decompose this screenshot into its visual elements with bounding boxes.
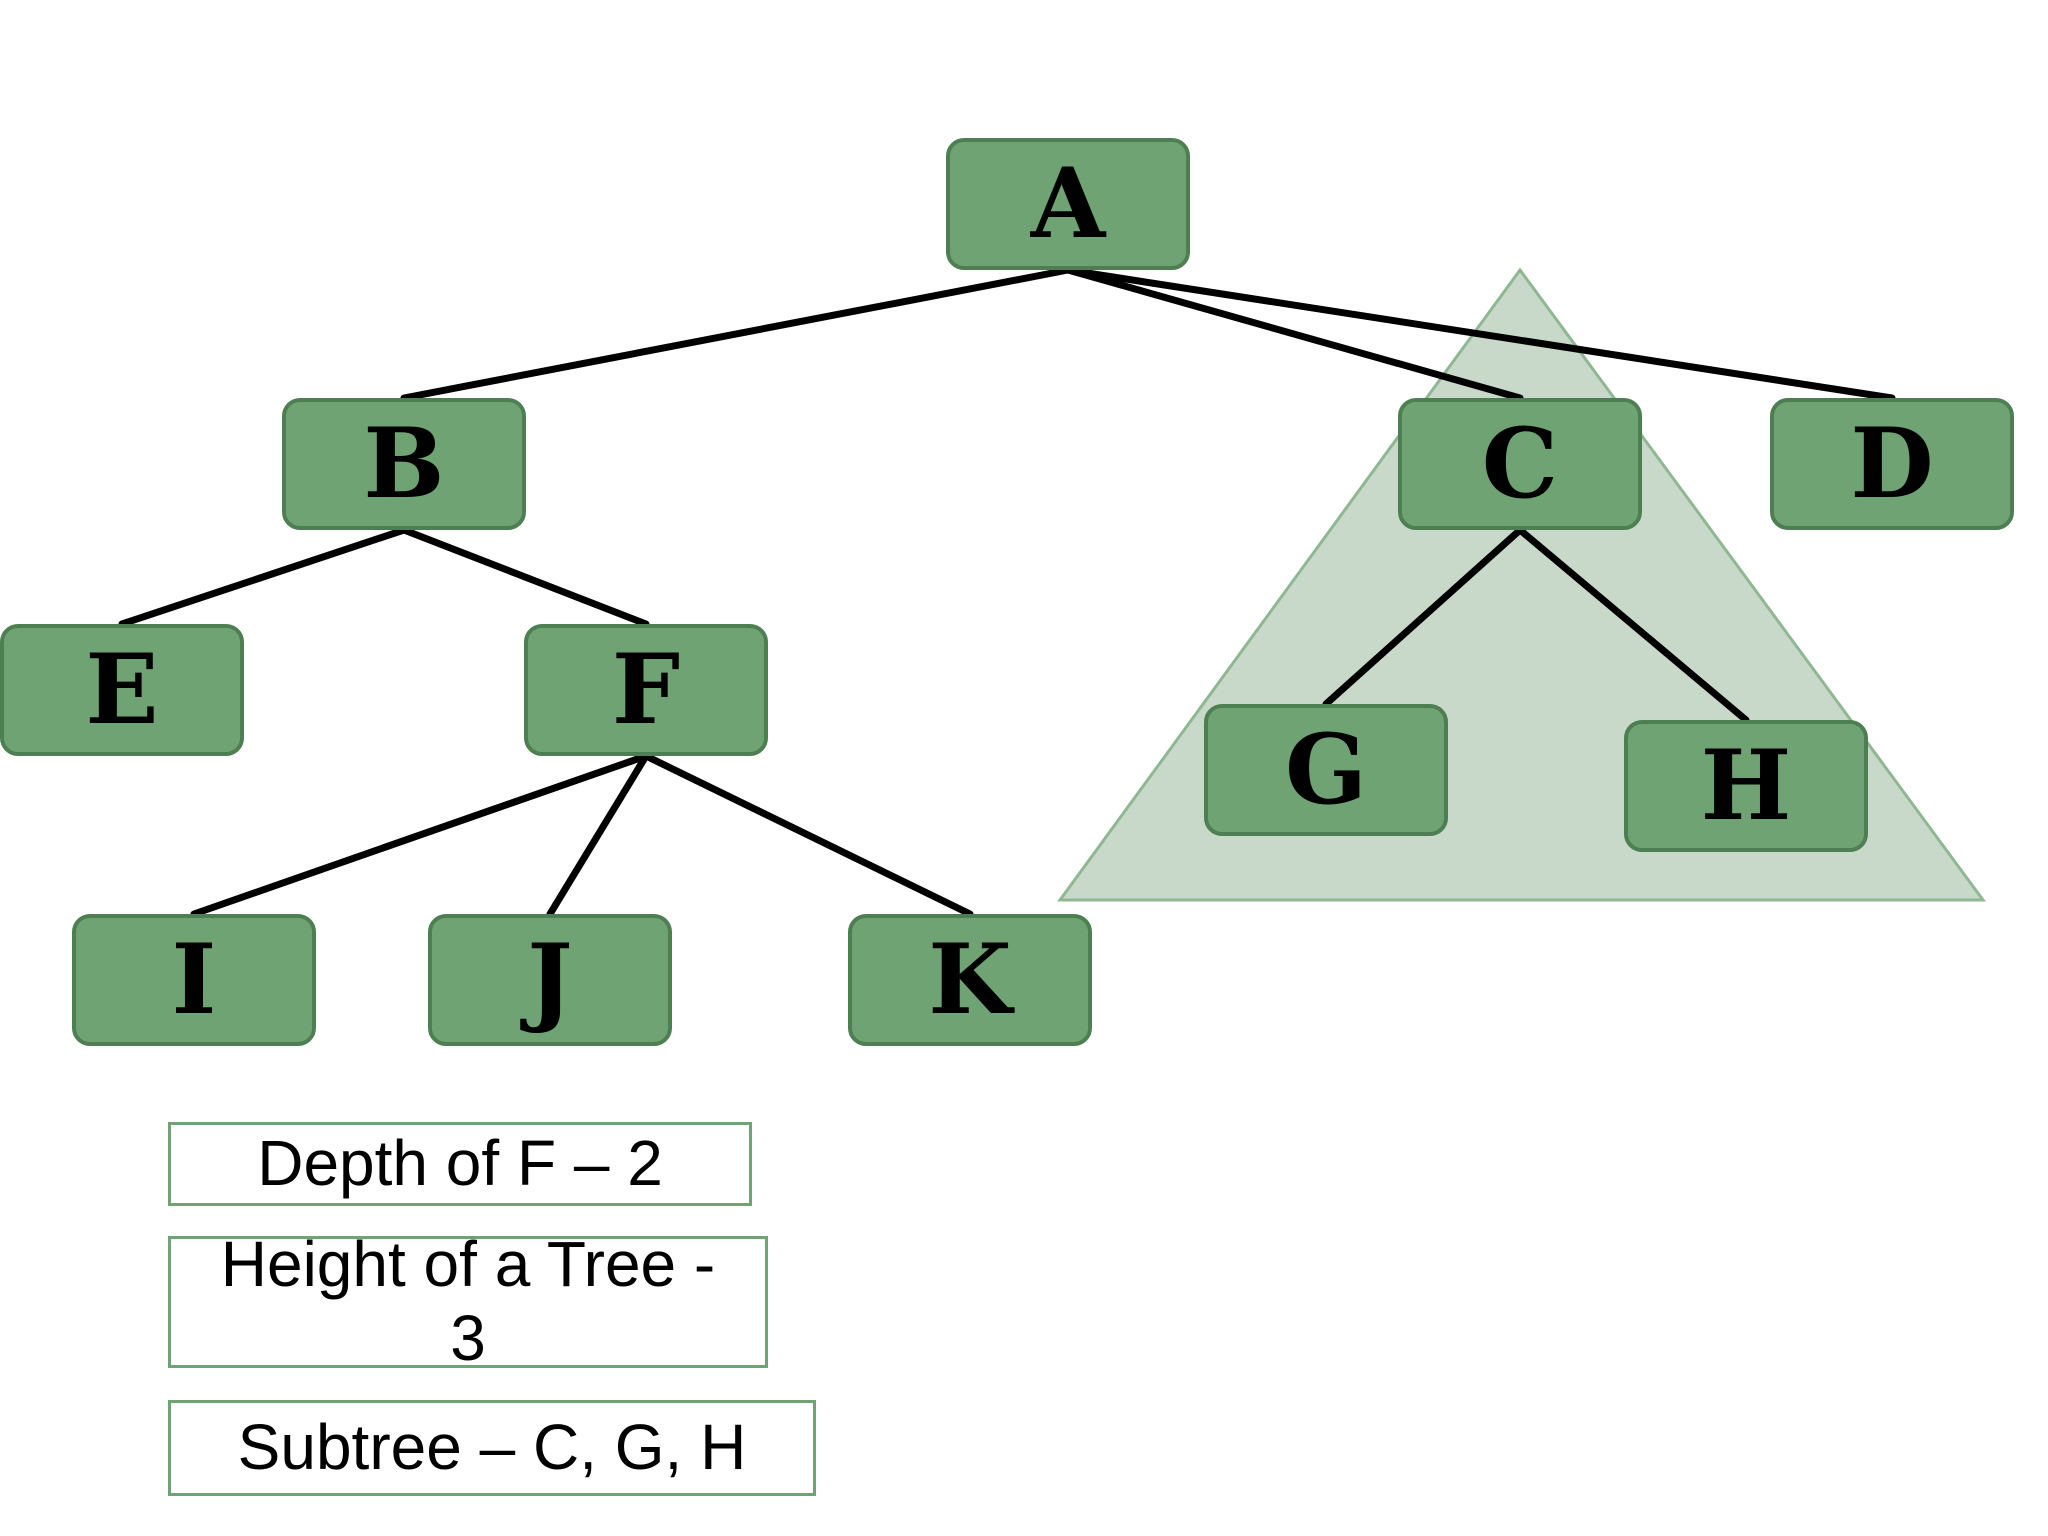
node-label-g: G xyxy=(1285,713,1367,826)
height-caption-line-1: Height of a Tree - xyxy=(220,1228,716,1301)
tree-node-j: J xyxy=(428,914,672,1046)
edge-f-j xyxy=(546,752,650,918)
edge-b-e xyxy=(118,526,408,628)
edge-c-g xyxy=(1322,526,1524,708)
edge-f-k xyxy=(642,752,974,918)
edge-b-f xyxy=(400,526,650,628)
node-label-h: H xyxy=(1700,729,1792,842)
tree-node-a: A xyxy=(946,138,1190,270)
node-label-i: I xyxy=(171,923,217,1036)
node-label-a: A xyxy=(1030,147,1106,260)
height-caption-line-2: 3 xyxy=(450,1302,486,1374)
node-label-e: E xyxy=(85,633,159,746)
depth-caption: Depth of F – 2 xyxy=(168,1122,752,1206)
tree-node-i: I xyxy=(72,914,316,1046)
tree-node-g: G xyxy=(1204,704,1448,836)
tree-node-k: K xyxy=(848,914,1092,1046)
subtree-caption: Subtree – C, G, H xyxy=(168,1400,816,1496)
tree-node-f: F xyxy=(524,624,768,756)
tree-node-b: B xyxy=(282,398,526,530)
node-label-f: F xyxy=(611,633,681,746)
tree-node-c: C xyxy=(1398,398,1642,530)
height-caption: Height of a Tree - 3 xyxy=(168,1228,768,1374)
tree-edges xyxy=(118,266,1896,918)
tree-node-e: E xyxy=(0,624,244,756)
subtree-caption-text: Subtree – C, G, H xyxy=(237,1411,747,1484)
tree-node-d: D xyxy=(1770,398,2014,530)
node-label-j: J xyxy=(527,923,573,1036)
edge-f-i xyxy=(190,752,650,918)
node-label-k: K xyxy=(928,923,1012,1036)
edge-a-d xyxy=(1064,266,1896,402)
node-label-b: B xyxy=(363,407,445,520)
edge-a-b xyxy=(400,266,1072,402)
depth-caption-text: Depth of F – 2 xyxy=(257,1127,663,1200)
node-label-d: D xyxy=(1850,407,1934,520)
edge-a-c xyxy=(1064,266,1524,402)
node-label-c: C xyxy=(1481,407,1559,520)
tree-node-h: H xyxy=(1624,720,1868,852)
edge-c-h xyxy=(1516,526,1750,724)
